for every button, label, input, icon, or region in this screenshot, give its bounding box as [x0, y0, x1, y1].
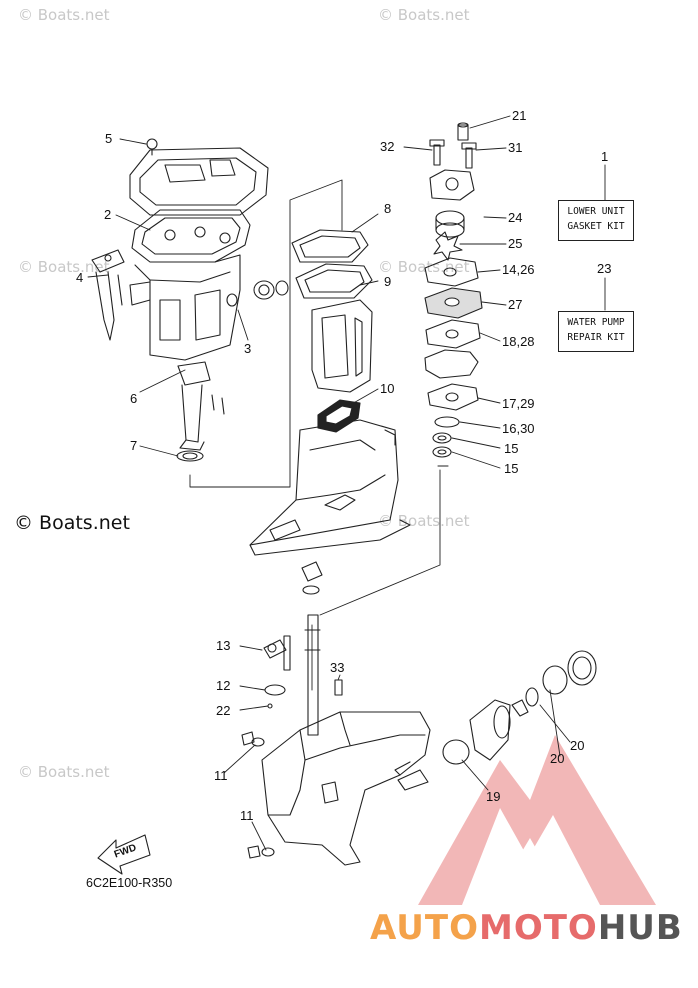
lower-unit-gasket-kit-label: LOWER UNIT GASKET KIT — [558, 200, 634, 241]
callout-16-30: 16,30 — [502, 421, 535, 436]
callout-4: 4 — [76, 270, 84, 285]
callout-10: 10 — [380, 381, 395, 396]
kit-label-line: WATER PUMP — [567, 317, 625, 328]
callout-15: 15 — [504, 441, 519, 456]
callout-5: 5 — [105, 131, 113, 146]
gasket-part — [291, 229, 373, 393]
callout-18-28: 18,28 — [502, 334, 535, 349]
watermark: © Boats.net — [18, 258, 110, 276]
kit-label-line: GASKET KIT — [567, 221, 625, 232]
rubber-seal-part — [317, 399, 361, 433]
kit-label-line: LOWER UNIT — [567, 206, 625, 217]
callout-23: 23 — [597, 261, 612, 276]
callout-11: 11 — [240, 808, 254, 823]
brand-part-moto: MOTO — [478, 908, 598, 948]
brand-wordmark: AUTOMOTOHUB — [370, 908, 683, 948]
callout-11: 11 — [214, 768, 228, 783]
callout-33: 33 — [330, 660, 345, 675]
watermark: © Boats.net — [18, 763, 110, 781]
brand-part-hub: HUB — [597, 908, 683, 948]
callout-2: 2 — [104, 207, 112, 222]
seal-part — [226, 280, 289, 307]
diagram-code: 6C2E100-R350 — [86, 876, 173, 890]
brand-logo-icon — [418, 735, 656, 905]
brand-part-auto: AUTO — [370, 908, 479, 948]
callout-25: 25 — [508, 236, 523, 251]
callout-8: 8 — [384, 201, 392, 216]
watermark: © Boats.net — [378, 512, 470, 530]
water-pump-parts — [424, 122, 483, 467]
callout-31: 31 — [508, 140, 523, 155]
kit-label-line: REPAIR KIT — [567, 332, 625, 343]
callout-24: 24 — [508, 210, 523, 225]
callout-9: 9 — [384, 274, 392, 289]
callout-27: 27 — [508, 297, 523, 312]
callout-19: 19 — [486, 789, 501, 804]
watermark: © Boats.net — [378, 6, 470, 24]
callout-6: 6 — [130, 391, 138, 406]
callout-21: 21 — [512, 108, 527, 123]
fwd-arrow-icon — [97, 834, 151, 875]
callout-32: 32 — [380, 139, 395, 154]
extension-housing-part — [249, 419, 411, 595]
assembly-guide-lines — [189, 179, 441, 691]
callout-12: 12 — [216, 678, 231, 693]
callout-20: 20 — [550, 751, 565, 766]
callout-3: 3 — [244, 341, 252, 356]
callout-1: 1 — [601, 149, 609, 164]
leader-lines — [87, 115, 606, 851]
watermark: © Boats.net — [18, 6, 110, 24]
callout-20: 20 — [570, 738, 585, 753]
callout-17-29: 17,29 — [502, 396, 535, 411]
callout-7: 7 — [130, 438, 138, 453]
callout-22: 22 — [216, 703, 231, 718]
watermark-main: © Boats.net — [14, 512, 130, 534]
upper-casing-part — [91, 138, 269, 361]
water-pump-repair-kit-label: WATER PUMP REPAIR KIT — [558, 311, 634, 352]
lower-unit-part — [241, 614, 597, 866]
callout-15: 15 — [504, 461, 519, 476]
callout-14-26: 14,26 — [502, 262, 535, 277]
exhaust-guide-part — [176, 361, 225, 462]
callout-13: 13 — [216, 638, 231, 653]
watermark: © Boats.net — [378, 258, 470, 276]
